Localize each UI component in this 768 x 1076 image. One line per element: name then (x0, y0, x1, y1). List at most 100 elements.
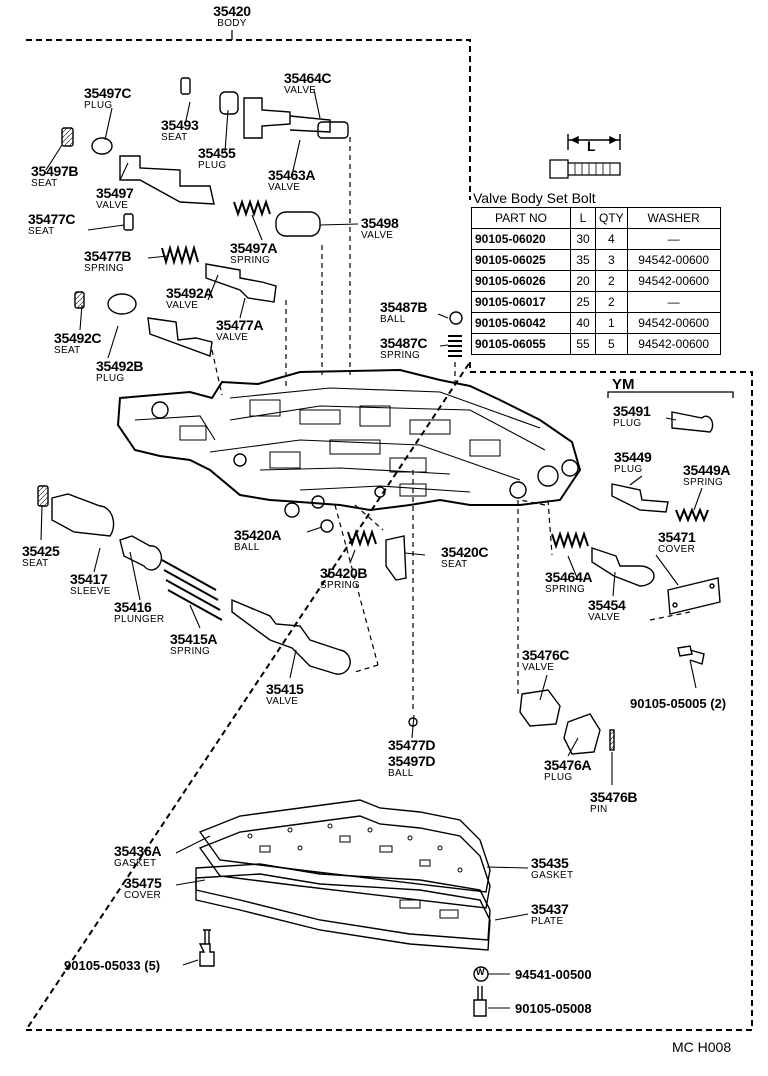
seat-35493-icon (180, 77, 191, 95)
assembly-number: 35420 (213, 3, 251, 19)
washer-label-94541-00500: 94541-00500 (515, 967, 592, 982)
assembly-name: BODY (217, 18, 247, 29)
plug-35491-icon (671, 411, 714, 433)
set-bolt-table-title: Valve Body Set Bolt (473, 190, 596, 206)
plate-gasket-stack (195, 799, 491, 951)
sleeve-35417-icon (51, 493, 115, 537)
set-bolt-icon (549, 159, 621, 179)
bolt-90105-05033-icon (198, 943, 215, 967)
bolt-label-90105-05005: 90105-05005 (2) (630, 696, 727, 711)
valve-35477A-icon (205, 263, 277, 303)
spring-35415A-icon (161, 559, 223, 621)
ball-35420A-icon (320, 519, 334, 533)
pin-35476B-icon (609, 729, 615, 751)
washer-symbol: W (476, 967, 485, 977)
washer-94541-00500-icon (473, 966, 489, 982)
body-assembly-frame (24, 39, 753, 1031)
dimension-label: L (587, 138, 596, 154)
valve-35415-icon (231, 598, 351, 675)
plunger-35416-icon (119, 535, 163, 571)
cover-35471-icon (667, 577, 721, 615)
ball-35487B-icon (449, 311, 463, 325)
header-washer: WASHER (626, 207, 721, 229)
valve-body-casting (116, 368, 582, 512)
spring-35487C-icon (448, 335, 462, 357)
spring-35477B-icon (161, 244, 199, 266)
spring-35497A-icon (233, 198, 271, 218)
valve-35492A-icon (147, 317, 213, 357)
header-part-no: PART NO (471, 207, 571, 229)
plug-35476A-icon (563, 713, 601, 755)
spring-35464A-icon (551, 530, 589, 550)
bolt-label-90105-05008: 90105-05008 (515, 1001, 592, 1016)
plug-35449-icon (611, 483, 669, 513)
spring-35420B-icon (347, 528, 377, 548)
seat-35492C-icon (74, 291, 85, 309)
valve-35454-icon (591, 547, 655, 587)
header-l: L (570, 207, 596, 229)
valve-35476C-icon (519, 689, 561, 727)
bolt-90105-05008-icon (473, 986, 487, 1017)
part-label-35477D: 35477D 35497D BALL (388, 737, 436, 779)
seat-35425-icon (37, 485, 49, 507)
ym-group-label: YM (612, 376, 635, 393)
valve-35498-icon (275, 211, 321, 237)
plug-35497C-icon (91, 137, 113, 155)
assembly-title: 35420 BODY (213, 3, 251, 29)
footer-code: MC H008 (672, 1039, 732, 1055)
ball-35477D-icon (408, 717, 418, 727)
bolt-90105-05005-icon (677, 645, 705, 665)
plug-35455-icon (219, 91, 239, 115)
header-qty: QTY (595, 207, 628, 229)
table-header-row: PART NO L QTY WASHER (471, 207, 721, 229)
valve-35497-icon (119, 155, 215, 205)
spring-35449A-icon (675, 507, 709, 523)
bolt-label-90105-05033: 90105-05033 (5) (64, 958, 161, 973)
valve-35463A-icon (243, 97, 331, 139)
seat-35497B-icon (61, 127, 74, 147)
